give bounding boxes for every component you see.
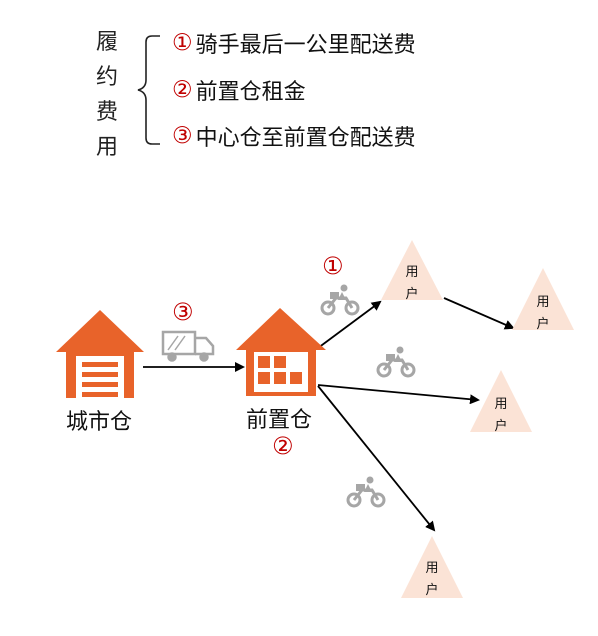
cost-item-text: 骑手最后一公里配送费 (195, 33, 416, 58)
front-warehouse-icon (236, 308, 326, 396)
user-label-line: 户 (405, 287, 419, 302)
city-warehouse-label: 城市仓 (66, 410, 133, 435)
cost-item-text: 前置仓租金 (195, 80, 306, 105)
user-label-line: 户 (425, 583, 439, 598)
cost-item-number: ② (172, 77, 193, 103)
arrow-front-to-user3 (317, 384, 480, 405)
rent-step-marker: ② (272, 432, 294, 460)
cost-item-rider: ① 骑手最后一公里配送费 (172, 28, 416, 58)
user-triangle-4 (401, 536, 463, 598)
heading-char: 约 (95, 65, 118, 90)
cost-item-transfer: ③ 中心仓至前置仓配送费 (172, 121, 416, 151)
brace-icon (137, 35, 160, 145)
cost-item-number: ③ (172, 123, 193, 149)
cost-item-text: 中心仓至前置仓配送费 (195, 126, 416, 151)
rider-icon (320, 283, 360, 316)
city-warehouse-icon (56, 310, 144, 398)
arrow-front-to-user1 (317, 300, 382, 349)
cost-item-rent: ② 前置仓租金 (172, 75, 306, 105)
arrow-front-to-user4 (317, 385, 436, 532)
user-label-line: 用 (494, 397, 508, 412)
user-label-line: 用 (536, 295, 550, 310)
user-label-2: 用 户 (533, 292, 553, 336)
truck-icon (161, 330, 215, 362)
truck-step-marker: ③ (172, 298, 194, 326)
user-triangle-1 (381, 240, 443, 300)
rider-icon (376, 345, 416, 378)
rider-icon (346, 475, 386, 508)
arrow-user1-to-user2 (443, 297, 515, 330)
front-warehouse-label: 前置仓 (246, 408, 313, 433)
user-label-1: 用 户 (402, 262, 422, 306)
user-label-3: 用 户 (491, 394, 511, 438)
heading-char: 用 (95, 135, 118, 160)
user-label-line: 用 (425, 561, 439, 576)
cost-item-number: ① (172, 30, 193, 56)
user-label-line: 用 (405, 265, 419, 280)
user-label-line: 户 (494, 419, 508, 434)
heading-char: 费 (95, 100, 118, 125)
user-triangle-3 (470, 370, 532, 432)
heading-char: 履 (95, 30, 118, 55)
rider-step-marker: ① (322, 252, 344, 280)
user-label-4: 用 户 (422, 558, 442, 602)
user-label-line: 户 (536, 317, 550, 332)
user-triangle-2 (512, 268, 574, 330)
